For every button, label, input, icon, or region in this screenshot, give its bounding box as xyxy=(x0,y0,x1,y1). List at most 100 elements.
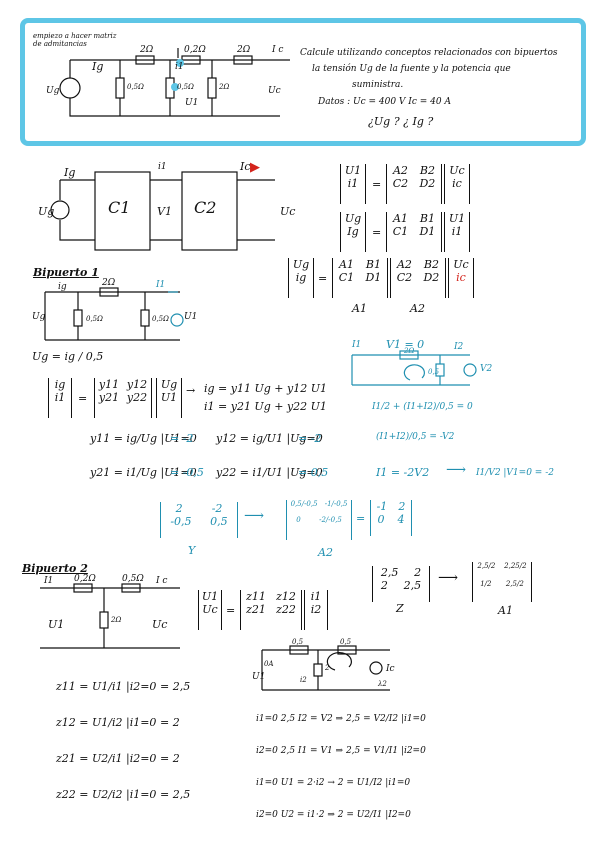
label-i1: i1 xyxy=(175,62,184,72)
bip2-z12: z12 = U1/i2 |i1=0 xyxy=(56,716,157,729)
statement-question: ¿Ug ? ¿ Ig ? xyxy=(368,115,434,128)
blue-v2: V2 xyxy=(480,364,493,374)
bip1-y21-val: = -0,5 xyxy=(170,466,204,479)
statement-datos: Datos : Uc = 400 V Ic = 40 A xyxy=(318,97,451,107)
eq3-left: Ug ig xyxy=(288,258,314,298)
bip2-eq-left: U1 Uc xyxy=(198,590,222,630)
label-uc: Uc xyxy=(268,86,281,96)
ic-arrow-icon: ▶ xyxy=(250,160,260,175)
bip1-y22: y22 = i1/U1 |Ug=0 xyxy=(216,466,323,479)
bip1-eq-right: Ug U1 xyxy=(156,378,182,418)
label-u1: U1 xyxy=(185,98,199,108)
label-r3: 0,5Ω xyxy=(127,83,144,91)
circ-oa: 0A xyxy=(264,660,274,668)
bip2-z11: z11 = U1/i1 |i2=0 xyxy=(56,680,157,693)
bip1-y11-val: = -2 xyxy=(170,432,194,445)
blue-arrow-icon: ⟶ xyxy=(446,462,467,478)
label-ug: Ug xyxy=(46,86,60,96)
cascade-i1: i1 xyxy=(158,162,167,172)
bip2-r1: 0,2Ω xyxy=(74,574,96,584)
eq2-right: U1 i1 xyxy=(444,212,470,252)
bip2-z21-val: = 2 xyxy=(160,752,180,765)
bip2-title: Bipuerto 2 xyxy=(22,562,88,575)
label-r1: 2Ω xyxy=(140,45,154,55)
eq3-right: Uc ic xyxy=(448,258,474,298)
bip1-a-label: A2 xyxy=(318,546,333,559)
blue-r2: 0,5 xyxy=(428,368,440,376)
cascade-ic: Ic xyxy=(240,160,251,173)
bip1-i1: I1 xyxy=(156,280,166,290)
bip2-d2: i2=0 2,5 I1 = V1 ⇒ 2,5 = V1/I1 |i2=0 xyxy=(256,746,426,756)
blue-v1: V1 = 0 xyxy=(386,338,425,351)
blue-eq3: I1 = -2V2 xyxy=(376,466,430,479)
bip2-arrow-icon: ⟶ xyxy=(438,570,459,586)
statement-line1: Calcule utilizando conceptos relacionado… xyxy=(300,48,558,58)
label-r5: 2Ω xyxy=(219,83,230,91)
circ-u1: U1 xyxy=(252,672,266,682)
label-r4: 0,5Ω xyxy=(177,83,194,91)
bip1-y21: y21 = i1/Ug |U1=0 xyxy=(90,466,197,479)
label-r2: 0,2Ω xyxy=(184,45,206,55)
cascade-uc: Uc xyxy=(280,205,296,218)
circ-r2: 0,5 xyxy=(340,638,352,646)
label-r6: 2Ω xyxy=(237,45,251,55)
blue-i2: I2 xyxy=(454,342,464,352)
label-ig: Ig xyxy=(92,60,104,73)
source-ug-symbol xyxy=(59,77,81,99)
bip2-r2: 0,5Ω xyxy=(122,574,144,584)
bip1-y12: y12 = ig/U1 |Ug=0 xyxy=(216,432,323,445)
eq3-equals: = xyxy=(318,272,328,285)
bip1-line2: i1 = y21 Ug + y22 U1 xyxy=(204,400,327,413)
blue-eq2: (I1+I2)/0,5 = -V2 xyxy=(376,432,455,442)
eq1-left: U1 i1 xyxy=(340,164,366,204)
bip2-z-label: Z xyxy=(396,602,404,615)
bip2-z21: z21 = U2/i1 |i2=0 xyxy=(56,752,157,765)
bip1-ug: Ug xyxy=(32,312,46,322)
bip2-d3: i1=0 U1 = 2·i2 → 2 = U1/I2 |i1=0 xyxy=(256,778,411,788)
circ-ic: Ic xyxy=(386,664,395,674)
bip2-eq-right: i1 i2 xyxy=(304,590,328,630)
cascade-ig: Ig xyxy=(64,166,76,179)
bip1-title: Bipuerto 1 xyxy=(33,266,99,279)
statement-line3: suministra. xyxy=(352,80,404,90)
bip1-line1: ig = y11 Ug + y12 U1 xyxy=(204,382,327,395)
bip1-y-arrow-icon: ⟶ xyxy=(244,508,265,524)
bip2-z11-val: = 2,5 xyxy=(160,680,191,693)
bip1-r1: 0,5Ω xyxy=(86,315,103,323)
label-ic: I c xyxy=(272,45,284,55)
eq2-equals: = xyxy=(372,226,382,239)
blue-eq1: I1/2 + (I1+I2)/0,5 = 0 xyxy=(372,402,473,412)
eq2-left: Ug Ig xyxy=(340,212,366,252)
bip2-d1: i1=0 2,5 I2 = V2 ⇒ 2,5 = V2/I2 |i1=0 xyxy=(256,714,426,724)
bip2-z22: z22 = U2/i2 |i1=0 xyxy=(56,788,157,801)
bip1-a-equals: = xyxy=(356,512,366,525)
bip1-y11: y11 = ig/Ug |U1=0 xyxy=(90,432,197,445)
cascade-c1: C1 xyxy=(108,198,131,217)
statement-line2: la tensión Ug de la fuente y la potencia… xyxy=(312,64,511,74)
bip1-r: 2Ω xyxy=(102,278,116,288)
bip1-y22-val: = 0,5 xyxy=(298,466,329,479)
statement-note: empiezo a hacer matriz de admitancias xyxy=(33,32,117,48)
cascade-v1: V1 xyxy=(157,205,172,218)
circ-i2: i2 xyxy=(300,676,307,684)
bip2-a-label: A1 xyxy=(498,604,513,617)
bip1-y-label: Y xyxy=(188,544,196,557)
bip1-eq-left: ig i1 xyxy=(48,378,72,418)
circ-r3: 2 xyxy=(325,664,330,672)
bip1-ug-eq: Ug = ig / 0,5 xyxy=(32,350,104,363)
blue-r: 2Ω xyxy=(404,347,415,355)
bip1-r2: 0,5Ω xyxy=(152,315,169,323)
blue-i1: I1 xyxy=(352,340,362,350)
bip1-u1: U1 xyxy=(184,312,198,322)
